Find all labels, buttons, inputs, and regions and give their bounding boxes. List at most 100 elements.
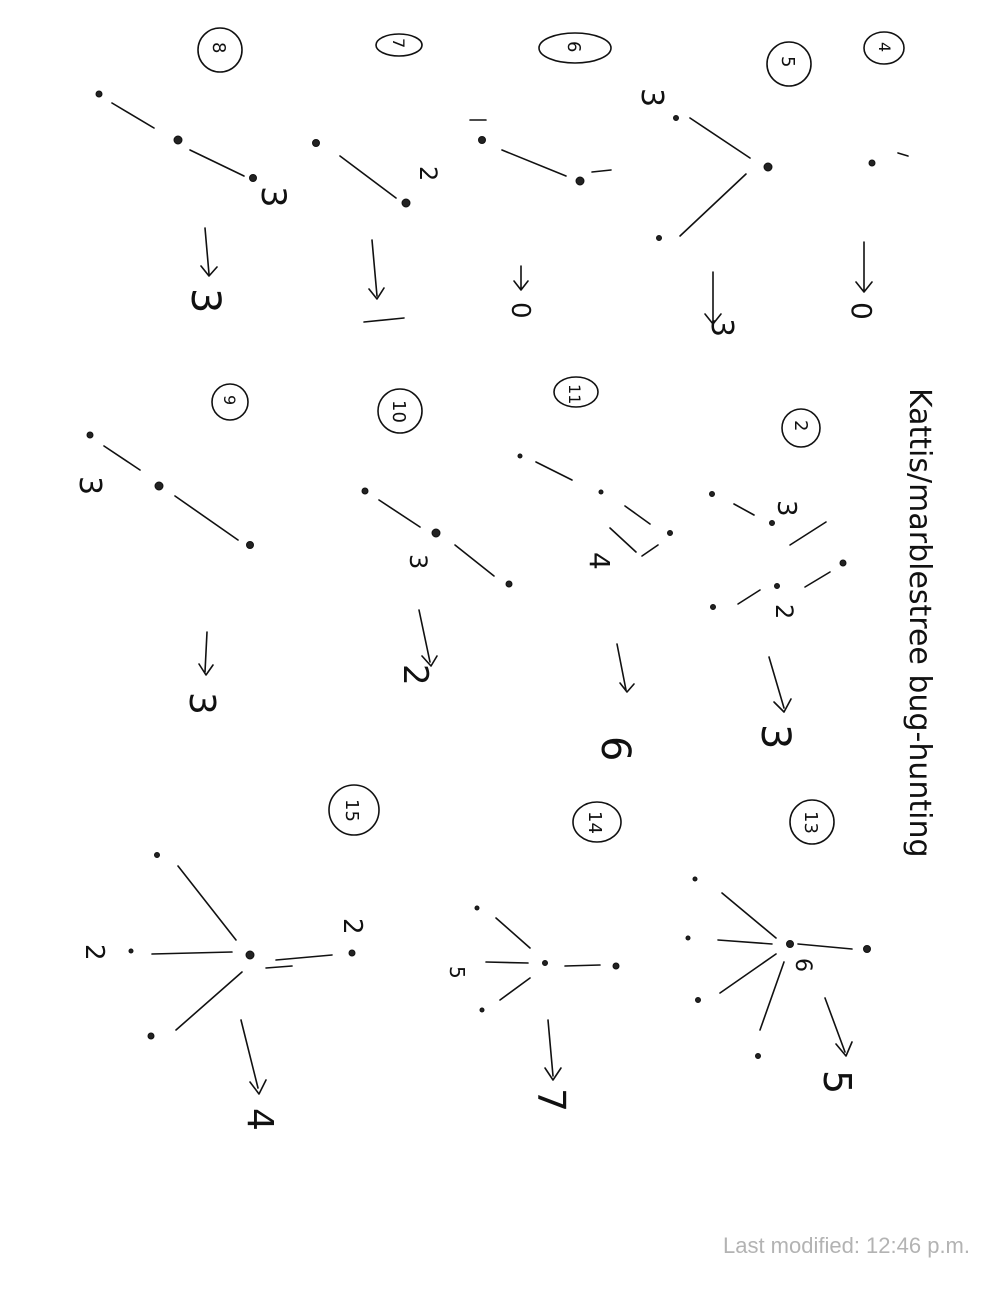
tree-node — [154, 481, 164, 491]
test-case-7: 7 2 1 — [312, 33, 442, 323]
tree-edge — [103, 445, 141, 471]
tree-node — [128, 948, 134, 954]
tree-edge — [679, 173, 747, 237]
case-number: 6 — [563, 41, 584, 52]
tree-node — [868, 159, 876, 167]
tree-edge — [175, 971, 243, 1031]
tree-edge — [111, 102, 155, 129]
tree-edge — [624, 505, 651, 525]
tree-edge — [151, 951, 233, 955]
tree-edge — [501, 149, 567, 177]
tree-edge — [189, 149, 245, 177]
node-value: 2 — [79, 944, 109, 961]
case-number: 15 — [341, 799, 362, 822]
case-answer: 0 — [845, 302, 878, 320]
tree-node — [246, 541, 254, 549]
tree-node — [612, 962, 620, 970]
tree-node — [710, 604, 716, 610]
case-number: 9 — [220, 395, 239, 405]
node-value: 6 — [790, 958, 815, 972]
tree-node — [863, 945, 871, 953]
tree-node — [575, 176, 585, 186]
tree-edge — [495, 917, 531, 949]
test-case-11: 11 4 6 — [517, 376, 673, 761]
tree-node — [656, 235, 662, 241]
test-case-6: 6 0 — [469, 32, 612, 319]
node-value: 2 — [770, 604, 798, 619]
case-answer: 6 — [592, 736, 638, 761]
tree-edge — [564, 964, 601, 967]
tree-edge — [378, 499, 421, 528]
tree-node — [348, 949, 356, 957]
tree-node — [517, 453, 523, 459]
tree-edge — [689, 117, 751, 159]
test-case-14: 14 5 7 — [445, 801, 622, 1112]
case-number: 7 — [389, 38, 408, 48]
case-number: 8 — [208, 42, 229, 53]
tree-node — [774, 583, 780, 589]
node-value: 3 — [404, 554, 432, 569]
result-arrow — [704, 271, 722, 325]
case-number-circle — [781, 408, 821, 448]
result-arrow — [544, 1019, 562, 1081]
tree-node — [401, 198, 411, 208]
tree-node — [147, 1032, 155, 1040]
case-answer: 3 — [181, 692, 222, 715]
tree-edge — [737, 589, 761, 605]
tree-edge — [897, 152, 909, 157]
case-number: 13 — [800, 811, 821, 834]
case-number-circle — [766, 41, 812, 87]
tree-node — [692, 876, 698, 882]
tree-node — [763, 162, 773, 172]
case-number-circle — [789, 799, 835, 845]
tree-edge — [499, 977, 531, 1001]
result-arrow — [418, 609, 438, 667]
tree-edge — [609, 527, 637, 553]
tree-edge — [535, 461, 573, 481]
case-number-circle — [863, 31, 905, 65]
case-number-circle — [572, 801, 622, 843]
result-arrow — [855, 241, 873, 293]
case-number-circle — [375, 33, 423, 57]
tree-node — [154, 852, 160, 858]
tree-node — [95, 90, 103, 98]
case-number: 4 — [875, 42, 894, 52]
tree-edge — [789, 521, 827, 546]
case-answer: 2 — [395, 664, 435, 686]
case-number-circle — [328, 784, 380, 836]
node-value: 5 — [445, 966, 469, 979]
result-arrow — [368, 239, 385, 300]
case-number-circle — [553, 376, 599, 408]
test-case-9: 9 3 3 — [72, 383, 254, 715]
tree-edge — [591, 169, 612, 173]
tree-node — [478, 136, 486, 144]
test-case-13: 13 6 5 — [685, 799, 871, 1094]
case-number-circle — [211, 383, 249, 421]
case-answer: 4 — [239, 1108, 280, 1131]
result-arrow — [198, 631, 214, 676]
case-answer: 3 — [752, 724, 798, 749]
test-case-2: 2 3 2 3 — [709, 408, 847, 749]
node-value: 3 — [634, 88, 669, 107]
tree-node — [667, 530, 673, 536]
result-arrow — [616, 643, 635, 693]
case-answer: 7 — [529, 1088, 573, 1112]
case-number-circle — [377, 388, 423, 434]
node-value: 4 — [583, 552, 616, 570]
tree-node — [505, 580, 513, 588]
case-number: 5 — [777, 56, 798, 67]
tree-edge — [721, 892, 777, 939]
case-answer: 3 — [182, 288, 228, 313]
tree-node — [786, 940, 794, 948]
tree-node — [474, 905, 480, 911]
result-arrow — [240, 1019, 267, 1095]
tree-node — [249, 174, 257, 182]
node-value: 3 — [771, 500, 801, 517]
tree-node — [755, 1053, 761, 1059]
tree-node — [695, 997, 701, 1003]
node-value: 3 — [253, 186, 293, 208]
tree-node — [173, 135, 183, 145]
last-modified-status: Last modified: 12:46 p.m. — [722, 1233, 970, 1258]
tree-edge — [719, 953, 777, 994]
